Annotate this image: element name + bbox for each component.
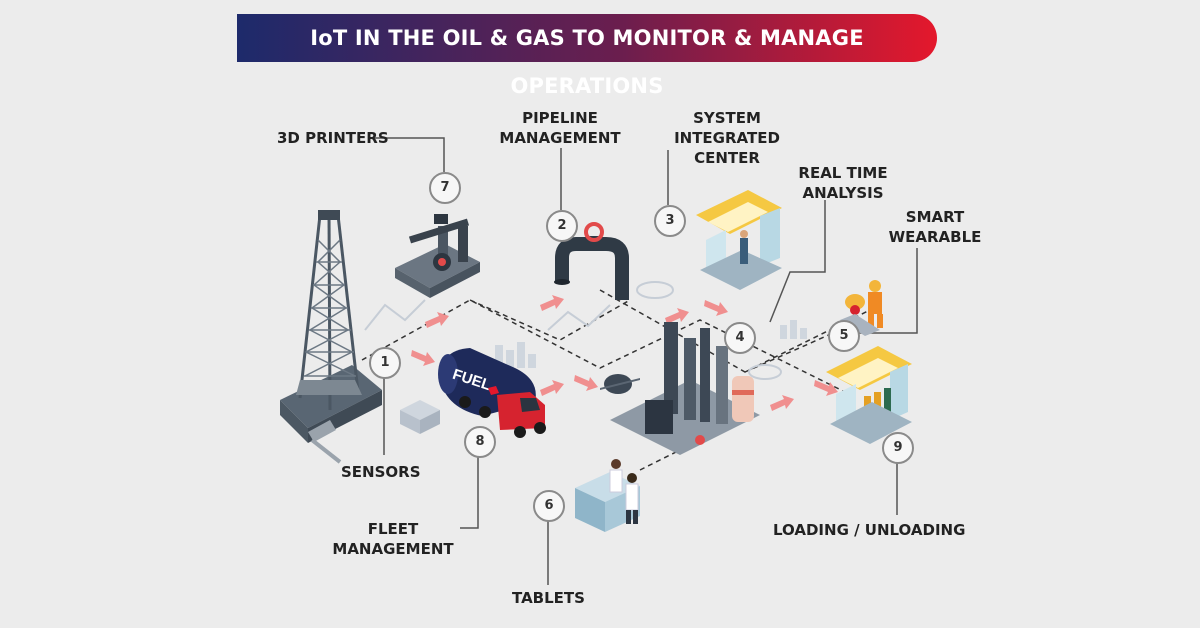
worker-wearable-icon [840,280,883,336]
label-line: ANALYSIS [802,184,884,202]
arrow-icon [704,300,728,316]
bar-chart-icon [528,354,536,368]
node-badge-2: 2 [546,210,578,242]
pump-jack-icon [395,214,480,298]
label-sensors: SENSORS [341,463,421,481]
bar-chart-icon [780,325,787,339]
control-center-icon [696,190,782,290]
leader-line-7 [370,137,445,172]
arrow-icon [574,375,598,391]
loading-station-icon [826,346,912,444]
arrow-icon [540,380,564,396]
oil-derrick-icon [280,210,382,464]
pipeline-valve-icon [554,222,629,300]
leader-line-4 [769,200,826,323]
label-pipeline-management: PIPELINE MANAGEMENT [495,108,625,148]
pie-chart-icon [748,364,782,380]
node-badge-1: 1 [369,347,401,379]
label-line: INTEGRATED [674,129,780,147]
bar-chart-icon [517,342,525,368]
bar-chart-icon [495,345,503,367]
bar-chart-icon [506,350,514,368]
chart-line-icon [547,304,611,331]
node-badge-3: 3 [654,205,686,237]
node-badge-6: 6 [533,490,565,522]
node-badge-8: 8 [464,426,496,458]
label-line: REAL TIME [798,164,888,182]
arrow-icon [425,312,449,328]
leader-lines [370,137,918,585]
title-banner: IoT IN THE OIL & GAS TO MONITOR & MANAGE… [237,14,937,98]
chart-line-icon [364,299,426,331]
label-line: CENTER [694,149,760,167]
node-badge-5: 5 [828,320,860,352]
arrow-icon [665,308,689,324]
label-line: SYSTEM [693,109,761,127]
label-system-integrated-center: SYSTEM INTEGRATED CENTER [672,108,782,168]
node-badge-9: 9 [882,432,914,464]
data-graphics [364,281,782,380]
label-line: MANAGEMENT [332,540,454,558]
label-tablets: TABLETS [512,589,585,607]
leader-line-8 [460,455,479,529]
label-line: SMART [905,208,965,226]
arrow-icon [540,295,564,311]
bar-graphics [400,320,807,434]
bar-chart-icon [790,320,797,339]
lab-tablets-icon [575,459,640,532]
fuel-truck-icon: FUEL [438,348,546,438]
label-line: MANAGEMENT [499,129,621,147]
label-3d-printers: 3D PRINTERS [277,129,389,147]
pie-chart-icon [636,281,674,299]
arrow-icon [411,350,435,366]
page-title: IoT IN THE OIL & GAS TO MONITOR & MANAGE… [310,26,864,98]
label-line: WEARABLE [888,228,982,246]
label-real-time-analysis: REAL TIME ANALYSIS [796,163,890,203]
label-fleet-management: FLEET MANAGEMENT [330,519,456,559]
arrow-icon [814,380,838,396]
bar-chart-icon [800,328,807,339]
label-line: PIPELINE [522,109,598,127]
label-smart-wearable: SMART WEARABLE [888,207,982,247]
node-badge-4: 4 [724,322,756,354]
flow-arrows [411,295,838,411]
label-line: FLEET [367,520,419,538]
label-loading-unloading: LOADING / UNLOADING [773,521,966,539]
leader-line-5 [858,248,918,334]
refinery-icon [600,322,760,455]
node-badge-7: 7 [429,172,461,204]
arrow-icon [770,395,794,411]
